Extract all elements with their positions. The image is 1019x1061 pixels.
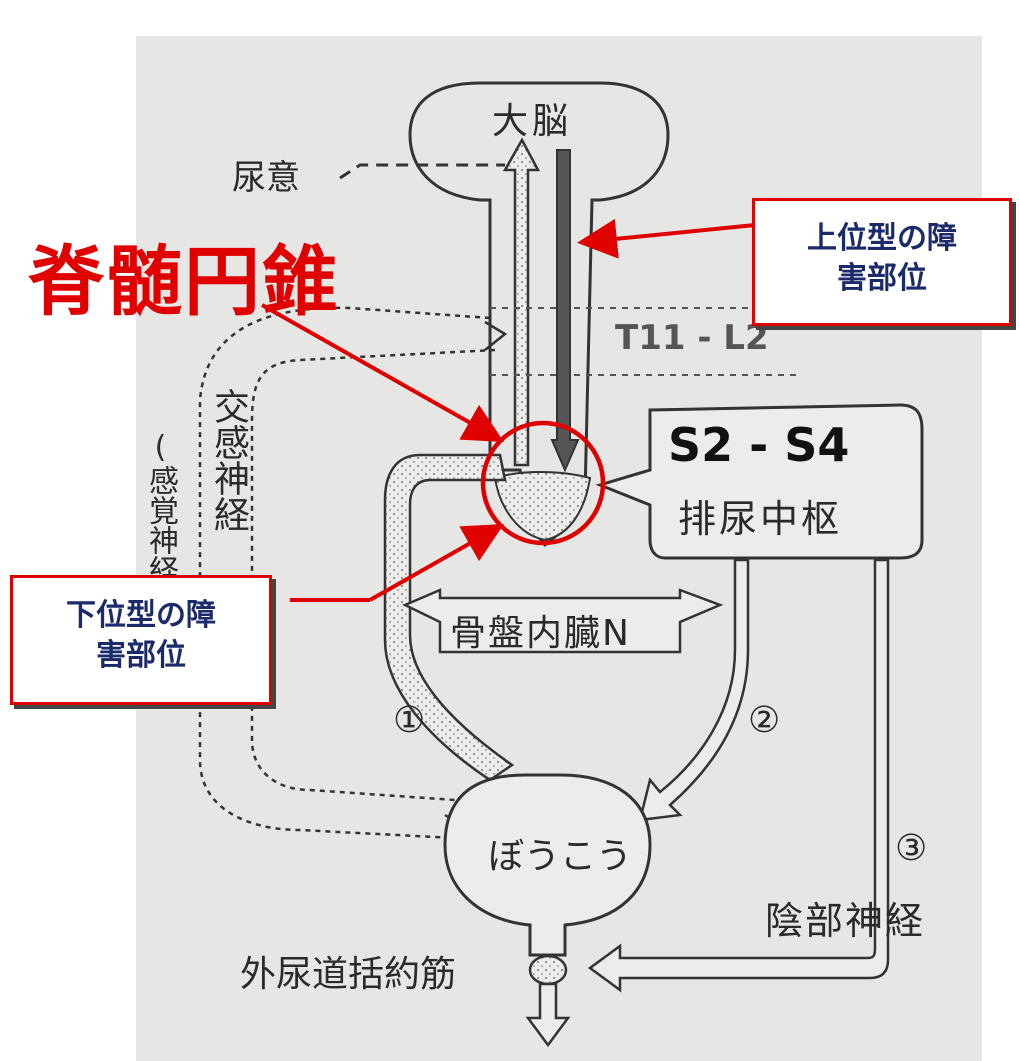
s2-s4-bubble	[595, 403, 924, 560]
descending-motor-tract	[550, 149, 580, 473]
micturition-center-label: 排尿中枢	[678, 497, 843, 541]
conus-title: 脊髄円錐	[28, 237, 340, 326]
ascending-sensory-tract	[502, 137, 541, 467]
sympathetic-arrowhead-top	[484, 320, 508, 351]
bladder-label: ぼうこう	[488, 836, 633, 877]
pelvic-splanchnic-label: 骨盤内臓N	[450, 613, 631, 654]
conus-label-arrow	[261, 303, 504, 442]
pathway-2-arrow	[638, 558, 750, 822]
sympathetic-dashed-pathway	[198, 306, 491, 840]
pathway-1-band	[383, 453, 515, 782]
brain-label: 大脳	[492, 101, 573, 142]
bladder	[443, 773, 652, 957]
external-urethral-sphincter	[528, 954, 568, 986]
sympathetic-label: 交感神経	[208, 388, 249, 532]
outflow-arrow	[525, 982, 571, 1048]
upper-lesion-line2: 害部位	[837, 261, 927, 296]
upper-lesion-arrow	[577, 218, 756, 259]
conus-highlight-circle	[480, 420, 606, 546]
lower-lesion-line2: 害部位	[96, 638, 186, 673]
s2-s4-label: S2 - S4	[668, 418, 850, 472]
lower-lesion-callout: 下位型の障 害部位	[10, 575, 272, 705]
pelvic-splanchnic-banner	[401, 588, 724, 654]
circle-1-label: ①	[393, 700, 426, 741]
circle-3-label: ③	[895, 828, 928, 869]
t11-l2-label: T11 - L2	[615, 318, 769, 358]
urge-label: 尿意	[232, 158, 300, 198]
pathway-3-arrow	[587, 558, 890, 993]
urge-dashed-line	[339, 163, 505, 180]
upper-lesion-callout: 上位型の障 害部位	[752, 198, 1012, 326]
lower-lesion-arrow-diag	[369, 524, 504, 602]
lower-lesion-line1: 下位型の障	[66, 598, 216, 633]
upper-lesion-line1: 上位型の障	[807, 221, 957, 256]
circle-2-label: ②	[748, 700, 781, 741]
pudendal-label: 陰部神経	[765, 899, 926, 943]
sphincter-label: 外尿道括約筋	[240, 954, 457, 995]
conus-medullaris	[493, 471, 592, 542]
